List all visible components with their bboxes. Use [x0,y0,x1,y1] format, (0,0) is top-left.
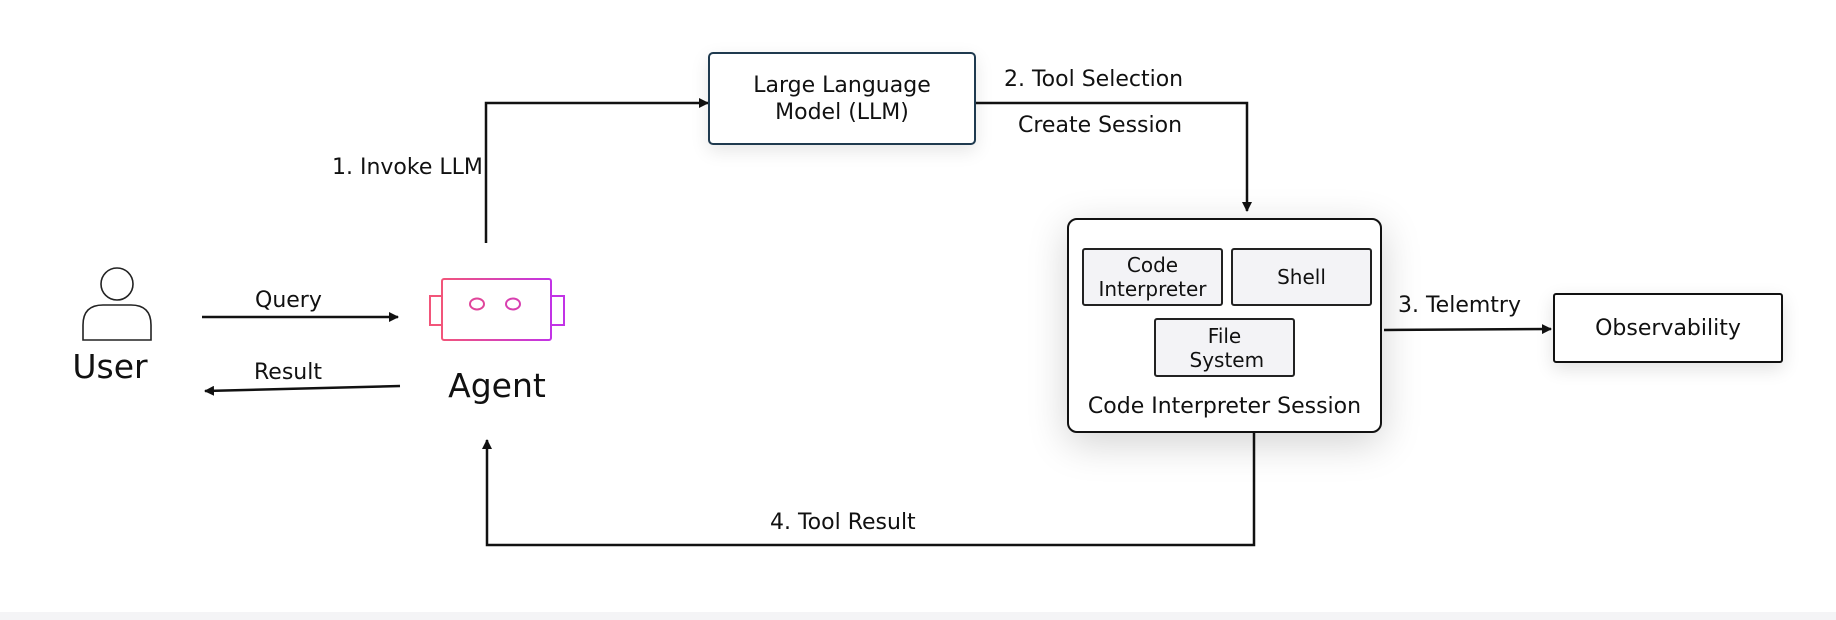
result-edge-label: Result [254,360,322,385]
file-system-component: File System [1154,318,1295,377]
robot-icon [429,278,565,341]
shell-component-label: Shell [1277,265,1326,289]
query-edge-label: Query [255,288,322,313]
user-label: User [72,347,148,386]
llm-label: Large Language Model (LLM) [753,72,931,125]
tool-selection-edge-label: 2. Tool Selection [1004,67,1184,92]
invoke-llm-arrow [484,98,709,243]
telemetry-arrow [1383,324,1552,335]
footer-strip [0,612,1836,620]
create-session-edge-label: Create Session [1018,113,1183,138]
observability-node: Observability [1553,293,1783,363]
agent-label: Agent [448,366,546,405]
session-title: Code Interpreter Session [1087,394,1362,419]
tool-result-arrow [482,433,1256,547]
observability-label: Observability [1595,315,1741,341]
tool-result-edge-label: 4. Tool Result [770,510,916,535]
result-arrow [204,384,401,396]
shell-component: Shell [1231,248,1372,306]
code-interpreter-component-label: Code Interpreter [1098,253,1207,301]
file-system-component-label: File System [1189,323,1265,372]
llm-node: Large Language Model (LLM) [708,52,976,145]
telemetry-edge-label: 3. Telemtry [1398,293,1521,318]
person-icon [82,267,152,341]
invoke-llm-edge-label: 1. Invoke LLM [332,155,483,180]
code-interpreter-component: Code Interpreter [1082,248,1223,306]
tool-selection-arrow [976,101,1252,212]
